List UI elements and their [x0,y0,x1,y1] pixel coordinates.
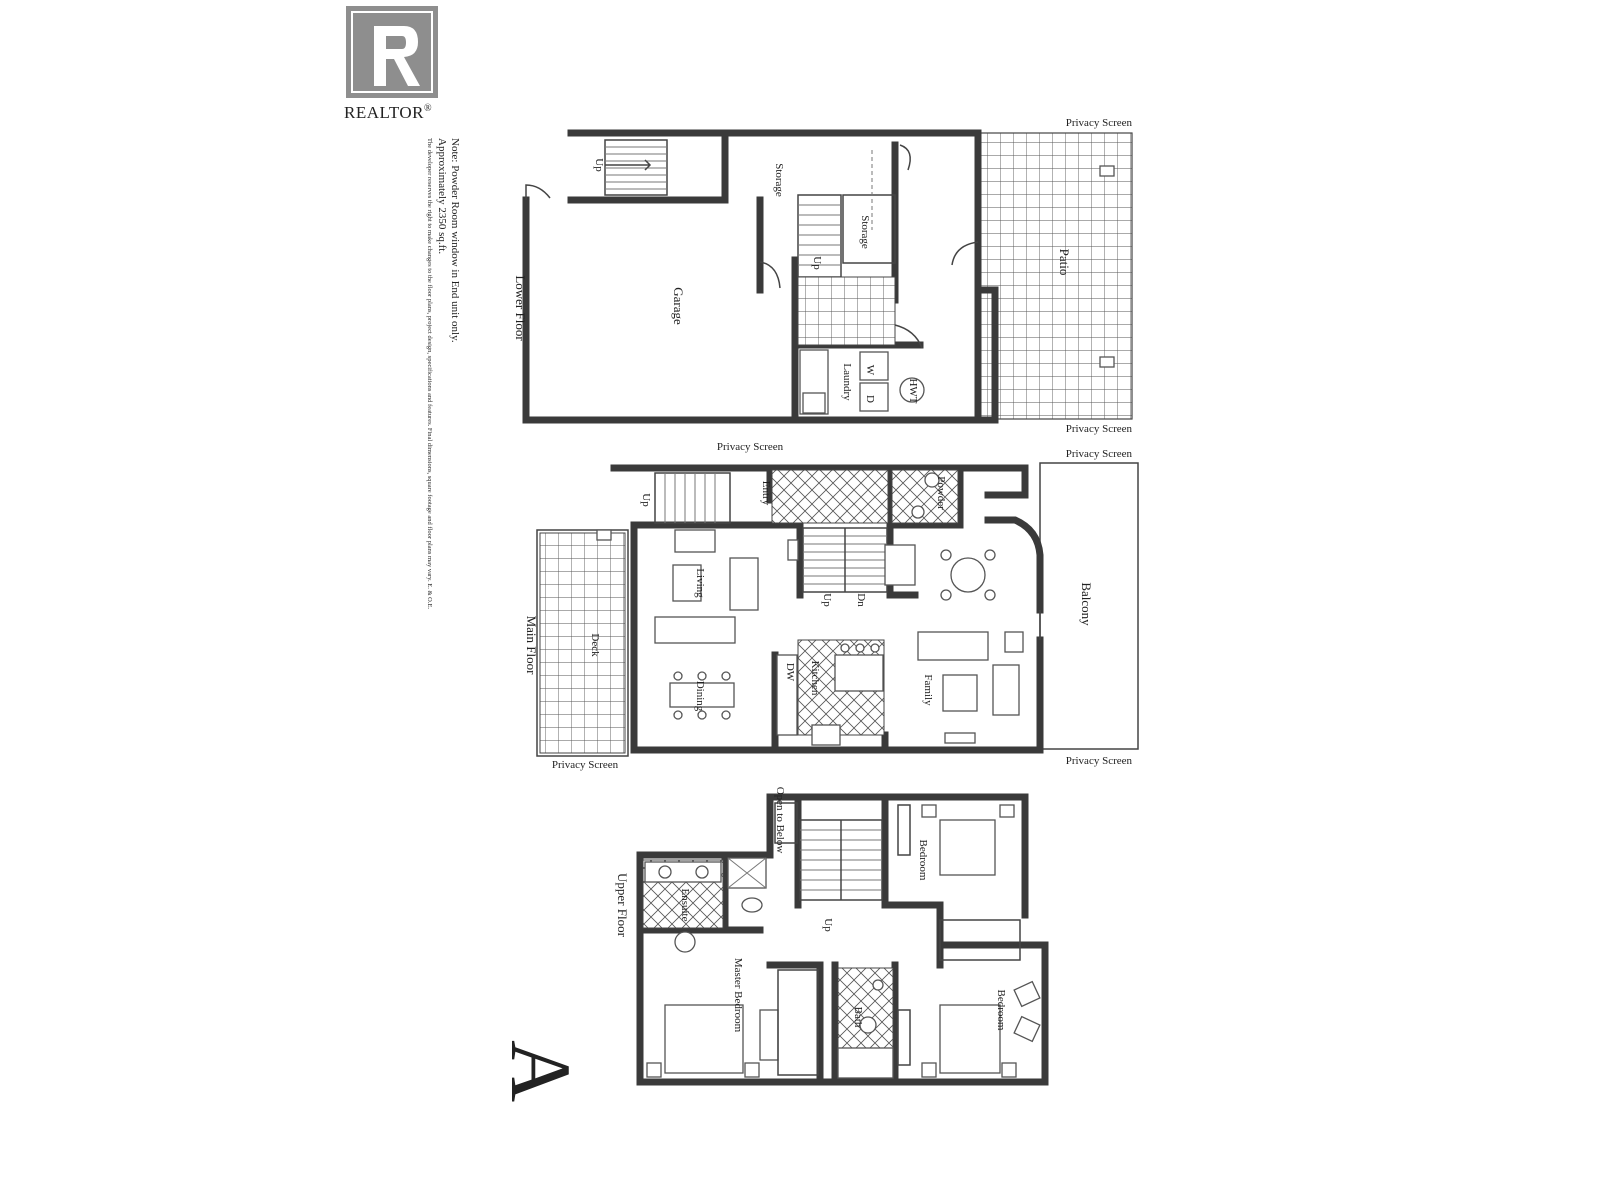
main-privacy-screen-top-left: Privacy Screen [717,441,784,453]
deck-label: Deck [589,633,601,657]
laundry-fixtures [799,349,925,415]
bedroom-2-label: Bedroom [995,990,1007,1031]
main-floor: Living Dining Kitchen Family Balcony Dec… [524,441,1139,771]
family-label: Family [922,674,934,706]
upper-floor: Master Bedroom Ensuite Bath Bedroom Bedr… [615,787,1049,1086]
plan-letter-glyph: A [493,1040,589,1102]
lower-privacy-screen-bottom: Privacy Screen [1066,423,1133,435]
living-label: Living [694,568,706,598]
note-line-2: Approximately 2350 sq.ft. [436,138,448,254]
realtor-logo-text: REALTOR® [344,103,432,122]
laundry-label: Laundry [841,363,853,401]
floor-plan-notes: Note: Powder Room window in End unit onl… [426,138,461,609]
hot-water-tank-label: HWT [907,378,919,403]
dishwasher-label: DW [784,663,796,682]
lower-interior-stair-up-label: Up [811,256,823,270]
lower-stair-up-label: Up [593,158,605,172]
main-interior-stair [802,527,888,593]
upper-stair-up-label: Up [822,918,834,932]
main-exterior-stair [654,472,731,524]
dryer-label: D [864,395,876,403]
dining-label: Dining [694,681,706,712]
washer-label: W [864,365,876,376]
patio-tiles [979,132,1133,420]
main-floor-title: Main Floor [524,616,539,676]
entry-label: Entry [760,481,772,506]
main-exterior-stair-up-label: Up [640,493,652,507]
lower-exterior-stair [604,139,668,196]
upper-interior-stair [799,819,883,901]
storage-label-inner: Storage [859,215,871,249]
note-line-1: Note: Powder Room window in End unit onl… [449,138,461,343]
bath-label: Bath [852,1007,864,1028]
note-fine-print: The developer reserves the right to make… [426,138,433,609]
main-stair-down-label: Dn [855,593,867,607]
patio-label: Patio [1057,249,1072,276]
upper-floor-title: Upper Floor [615,873,630,938]
plan-letter: A [493,1040,589,1102]
kitchen-label: Kitchen [809,661,821,696]
realtor-logo: REALTOR® [344,6,438,122]
master-bedroom-label: Master Bedroom [732,958,744,1033]
lower-floor: W D HWT Garage Storage Storage Patio Lau… [513,117,1133,435]
balcony-label: Balcony [1079,582,1094,626]
lower-privacy-screen-top: Privacy Screen [1066,117,1133,129]
open-to-below-label: Open to Below [774,787,786,854]
ensuite-label: Ensuite [679,889,691,922]
main-privacy-screen-bottom-right: Privacy Screen [1066,755,1133,767]
powder-label: Powder [935,476,947,510]
lower-floor-title: Lower Floor [513,275,528,341]
storage-label-top: Storage [773,163,785,197]
bedroom-1-label: Bedroom [917,840,929,881]
main-stair-up-label: Up [821,593,833,607]
garage-label: Garage [671,287,686,325]
main-privacy-screen-top-right: Privacy Screen [1066,448,1133,460]
main-privacy-screen-bottom-left: Privacy Screen [552,759,619,771]
